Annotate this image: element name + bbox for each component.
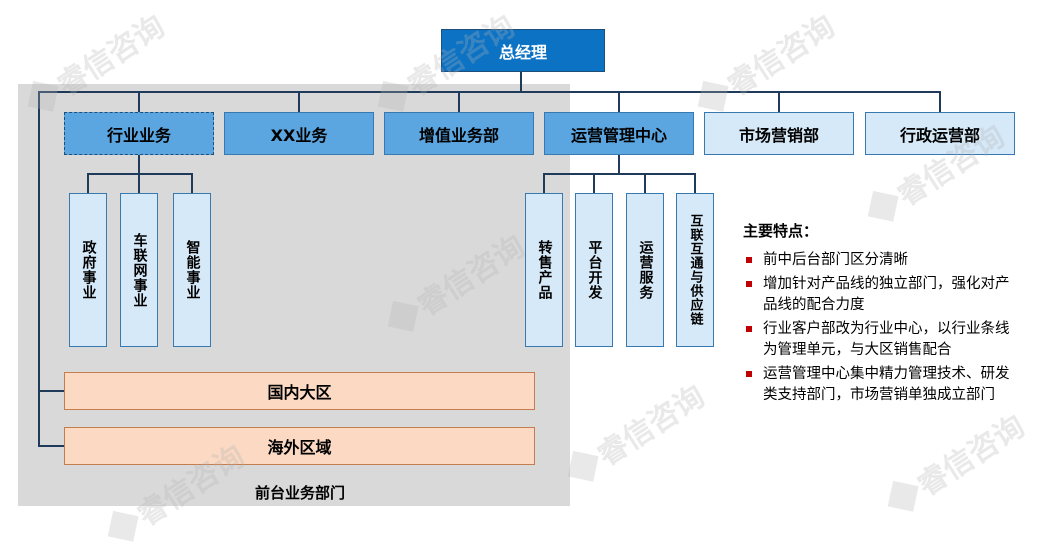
ceo-box: 总经理 (441, 29, 605, 72)
feature-text: 前中后台部门区分清晰 (763, 252, 908, 268)
connector-industry-sub-3 (191, 173, 193, 193)
watermark: 睿信咨询 (880, 402, 1031, 522)
dept-industry: 行业业务 (64, 112, 214, 155)
connector-ops-down (618, 155, 620, 174)
industry-sub-gov: 政府事业 (69, 193, 107, 347)
sub-label: 平台开发 (586, 240, 603, 300)
connector-ops-sub-3 (644, 173, 646, 193)
connector-region-1 (38, 390, 64, 392)
sub-label: 运营服务 (637, 240, 654, 300)
dept-value-added: 增值业务部 (384, 112, 534, 155)
connector-region-2 (38, 445, 64, 447)
bullet-icon (746, 281, 752, 287)
sub-label: 转售产品 (536, 240, 553, 300)
connector-dept-5 (778, 91, 780, 112)
connector-ops-bar (543, 173, 696, 175)
ops-sub-resale: 转售产品 (525, 193, 563, 347)
features-panel: 主要特点： 前中后台部门区分清晰 增加针对产品线的独立部门，强化对产品线的配合力… (743, 220, 1023, 409)
connector-ops-sub-4 (694, 173, 696, 193)
sub-label: 车联网事业 (131, 232, 148, 308)
watermark-text: 睿信咨询 (721, 8, 842, 104)
feature-text: 运营管理中心集中精力管理技术、研发类支持部门，市场营销单独成立部门 (763, 366, 1010, 403)
dept-marketing: 市场营销部 (704, 112, 854, 155)
industry-sub-smart: 智能事业 (173, 193, 211, 347)
connector-dept-1 (138, 91, 140, 112)
dept-ops-center: 运营管理中心 (544, 112, 694, 155)
ops-sub-interconnect: 互联互通与供应链 (676, 193, 714, 347)
features-list: 前中后台部门区分清晰 增加针对产品线的独立部门，强化对产品线的配合力度 行业客户… (743, 250, 1023, 406)
connector-ops-sub-2 (593, 173, 595, 193)
region-label: 国内大区 (267, 383, 332, 402)
ceo-label: 总经理 (498, 42, 547, 62)
connector-left-spine (38, 91, 40, 446)
bullet-icon (746, 371, 752, 377)
connector-dept-3 (458, 91, 460, 112)
dept-label: 行业业务 (106, 125, 171, 145)
features-title: 主要特点： (743, 222, 819, 240)
connector-ops-sub-1 (543, 173, 545, 193)
dept-admin: 行政运营部 (865, 112, 1015, 155)
feature-item: 增加针对产品线的独立部门，强化对产品线的配合力度 (743, 274, 1023, 316)
region-overseas: 海外区域 (64, 427, 535, 465)
dept-label: 运营管理中心 (570, 125, 667, 145)
ops-sub-operations: 运营服务 (626, 193, 664, 347)
connector-industry-sub-1 (87, 173, 89, 193)
watermark-logo-icon (697, 80, 729, 112)
connector-dept-2 (298, 91, 300, 112)
watermark-text: 睿信咨询 (911, 408, 1032, 504)
connector-industry-bar (87, 173, 193, 175)
dept-label: 市场营销部 (738, 125, 819, 145)
front-office-label: 前台业务部门 (254, 484, 345, 502)
watermark-logo-icon (567, 450, 599, 482)
sub-label: 政府事业 (80, 240, 97, 300)
watermark: 睿信咨询 (690, 2, 841, 122)
bullet-icon (746, 326, 752, 332)
dept-xx: XX业务 (224, 112, 374, 155)
sub-label: 互联互通与供应链 (687, 214, 703, 326)
connector-industry-sub-2 (138, 173, 140, 193)
feature-item: 前中后台部门区分清晰 (743, 250, 1023, 271)
ops-sub-platform: 平台开发 (575, 193, 613, 347)
industry-sub-iov: 车联网事业 (120, 193, 158, 347)
watermark-logo-icon (867, 190, 899, 222)
feature-item: 行业客户部改为行业中心，以行业条线为管理单元，与大区销售配合 (743, 319, 1023, 361)
feature-text: 增加针对产品线的独立部门，强化对产品线的配合力度 (763, 276, 1010, 313)
region-domestic: 国内大区 (64, 372, 535, 410)
sub-label: 智能事业 (184, 240, 201, 300)
connector-industry-down (138, 155, 140, 174)
connector-top-bar (38, 91, 941, 93)
feature-text: 行业客户部改为行业中心，以行业条线为管理单元，与大区销售配合 (763, 321, 1010, 358)
region-label: 海外区域 (267, 438, 332, 457)
watermark-logo-icon (107, 510, 139, 542)
dept-label: XX业务 (270, 125, 328, 145)
dept-label: 增值业务部 (418, 125, 499, 145)
connector-dept-6 (939, 91, 941, 112)
watermark: 睿信咨询 (560, 372, 711, 492)
bullet-icon (746, 257, 752, 263)
connector-ceo (520, 72, 522, 92)
feature-item: 运营管理中心集中精力管理技术、研发类支持部门，市场营销单独成立部门 (743, 364, 1023, 406)
dept-label: 行政运营部 (899, 125, 980, 145)
watermark-logo-icon (887, 480, 919, 512)
connector-dept-4 (618, 91, 620, 112)
watermark-text: 睿信咨询 (591, 378, 712, 474)
